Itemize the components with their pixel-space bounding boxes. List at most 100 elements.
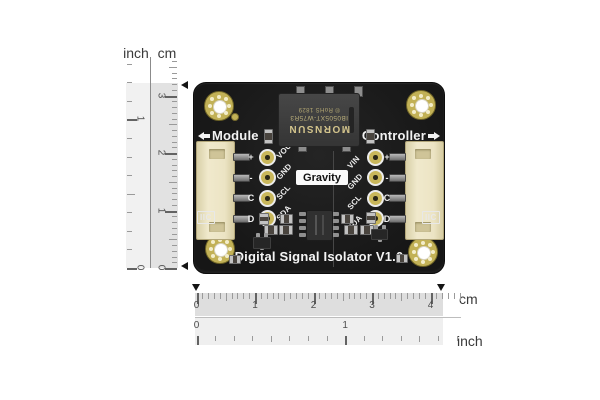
through-hole-right <box>366 189 384 207</box>
ruler-tick <box>172 256 177 258</box>
ruler-tick <box>360 293 362 299</box>
ruler-tick <box>172 84 177 85</box>
ruler-tick <box>307 293 309 299</box>
ruler-tick <box>172 187 177 189</box>
ruler-tick <box>407 293 409 299</box>
ruler-tick <box>172 141 177 143</box>
ruler-number: 2 <box>155 149 167 156</box>
connector-pin <box>233 153 250 161</box>
ruler-tick <box>172 250 177 252</box>
ruler-tick <box>172 72 177 74</box>
plating-dot <box>414 243 419 248</box>
ruler-number: 1 <box>134 116 146 122</box>
ruler-tick <box>383 293 385 299</box>
board-right-edge-marker-icon <box>437 284 445 291</box>
ruler-tick <box>214 293 216 299</box>
ruler-tick <box>382 336 384 341</box>
ruler-tick <box>208 293 210 299</box>
module-rohs-text: ® RoHS 1829 <box>298 106 340 112</box>
pin-mark-label: - <box>249 172 253 183</box>
smd-component <box>366 212 376 224</box>
isolator-board: Module Controller MORNSUN IB0505XT-W75R3… <box>193 82 445 274</box>
ic-marking <box>315 215 317 235</box>
plating-dot <box>425 109 430 114</box>
ruler-tick <box>295 293 297 299</box>
ruler-tick <box>172 130 177 131</box>
ruler-tick <box>165 153 177 155</box>
ruler-tick <box>127 249 132 251</box>
ruler-tick <box>237 293 239 299</box>
ruler-tick <box>172 101 177 103</box>
ruler-tick <box>172 222 177 223</box>
connector-slot <box>209 222 225 232</box>
ruler-tick <box>366 293 368 299</box>
ruler-tick <box>196 336 199 345</box>
ruler-tick <box>436 293 438 299</box>
ruler-number: 3 <box>155 92 167 98</box>
transistor-right <box>371 229 388 240</box>
left-arrow-icon <box>198 131 204 140</box>
ruler-tick <box>172 262 177 264</box>
connector-pin <box>233 194 250 202</box>
ruler-tick <box>225 293 227 301</box>
signal-label: SCL <box>274 183 293 202</box>
ruler-tick <box>172 147 177 149</box>
ic-pin <box>299 219 306 223</box>
ruler-tick <box>252 336 254 341</box>
plating-dot <box>224 253 229 258</box>
ic-pin <box>299 212 306 216</box>
smd-component <box>279 225 293 235</box>
pin-mark-label: C <box>247 193 255 203</box>
plating-dot <box>217 94 221 99</box>
ruler-number: 0 <box>193 320 200 331</box>
plating-dot <box>419 93 423 98</box>
ruler-tick <box>202 293 204 299</box>
ruler-tick <box>424 293 426 299</box>
plating-dot <box>412 109 417 114</box>
ruler-tick <box>172 78 177 80</box>
ruler-tick <box>127 82 132 84</box>
ic-pin <box>299 233 306 237</box>
ruler-tick <box>196 293 199 304</box>
smd-component <box>341 214 354 224</box>
transistor-leg <box>378 238 382 242</box>
ruler-tick <box>127 268 137 270</box>
plating-dot <box>218 256 222 261</box>
pin-mark-label: D <box>383 213 391 224</box>
ic-marking <box>322 215 324 235</box>
connector-pin <box>389 153 406 161</box>
ruler-tick <box>169 124 177 126</box>
ruler-number: 0 <box>193 300 200 311</box>
horizontal-ruler-cm-label: cm <box>459 291 478 307</box>
ruler-tick <box>401 293 403 301</box>
ruler-tick <box>412 293 414 299</box>
plating-dot <box>421 240 425 245</box>
board-bottom-edge-marker-icon <box>181 262 188 270</box>
isolation-power-module: MORNSUN IB0505XT-W75R3 ® RoHS 1829 <box>278 93 360 147</box>
plating-dot <box>223 110 228 115</box>
connector-slot <box>209 149 225 159</box>
plating-dot <box>414 256 419 261</box>
module-connector <box>196 141 235 240</box>
ruler-tick <box>243 293 245 299</box>
plating-dot <box>224 240 229 245</box>
ruler-tick <box>127 212 132 214</box>
ruler-tick <box>459 293 461 301</box>
connector-pin <box>389 214 406 223</box>
pin-mark-label: + <box>384 152 390 162</box>
signal-label: VIN <box>345 154 362 171</box>
transistor-left <box>253 237 271 249</box>
ruler-tick <box>438 336 439 341</box>
ruler-tick <box>453 293 455 299</box>
ruler-tick <box>172 204 177 206</box>
ruler-tick <box>172 61 177 62</box>
ruler-tick <box>172 112 177 114</box>
plating-dot <box>430 250 435 254</box>
ic-pin <box>332 219 339 223</box>
transistor-leg <box>264 233 268 238</box>
fiducial-dot <box>231 113 239 121</box>
ruler-tick <box>377 293 379 299</box>
horizontal-ruler-inch-label: inch <box>457 333 483 349</box>
ruler-tick <box>307 336 309 341</box>
mounting-hole-top-left <box>204 91 234 121</box>
